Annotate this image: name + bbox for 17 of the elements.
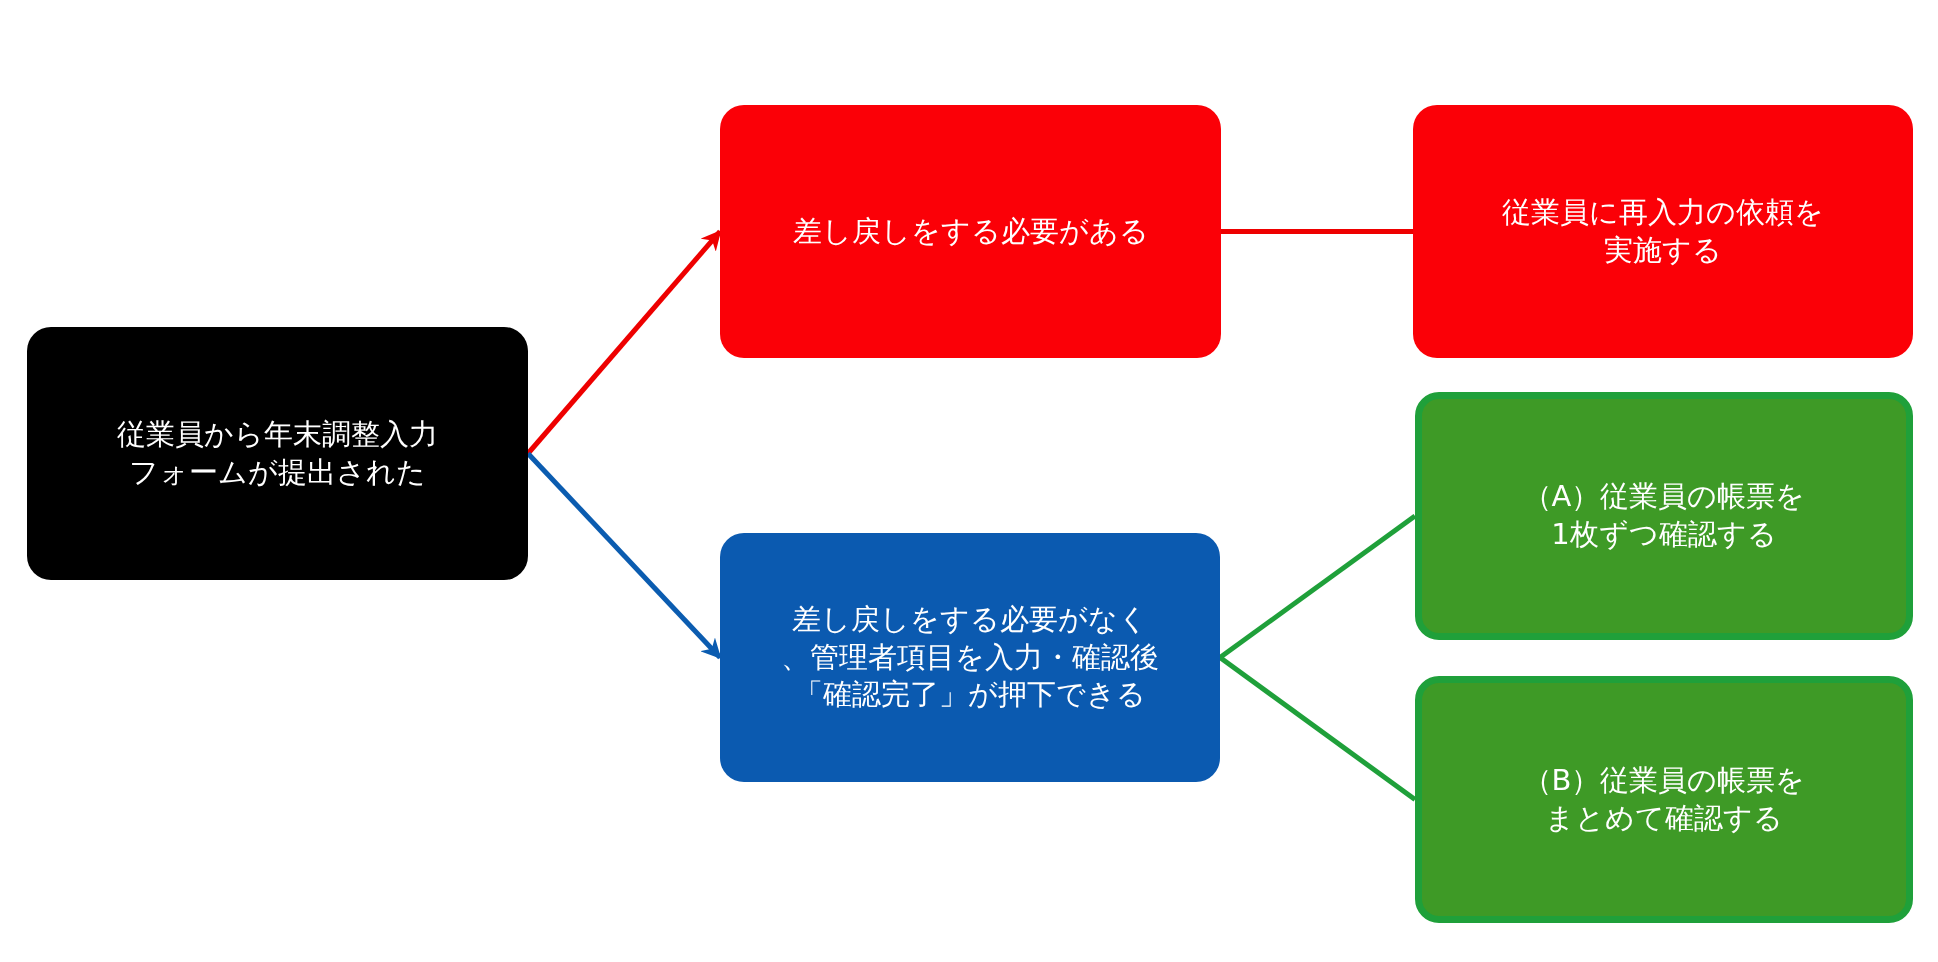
process-box <box>1413 105 1913 358</box>
process-box <box>27 327 528 580</box>
arrow <box>526 451 722 660</box>
box-text: （B）従業員の帳票をまとめて確認する <box>1521 761 1807 837</box>
box-text: 差し戻しをする必要がなく、管理者項目を入力・確認後「確認完了」が押下できる <box>780 600 1160 714</box>
process-box <box>1415 676 1913 923</box>
connector-line <box>1221 229 1413 234</box>
connector-line <box>1218 655 1417 802</box>
arrow <box>526 229 722 456</box>
box-text: 従業員に再入力の依頼を実施する <box>1501 193 1825 269</box>
connector-line <box>1218 513 1417 660</box>
box-text: （A）従業員の帳票を1枚ずつ確認する <box>1521 478 1807 553</box>
process-box <box>720 105 1221 358</box>
process-box <box>720 533 1220 782</box>
box-text: 従業員から年末調整入力フォームが提出された <box>116 415 439 491</box>
process-box <box>1415 392 1913 640</box>
box-text: 差し戻しをする必要がある <box>792 212 1149 250</box>
